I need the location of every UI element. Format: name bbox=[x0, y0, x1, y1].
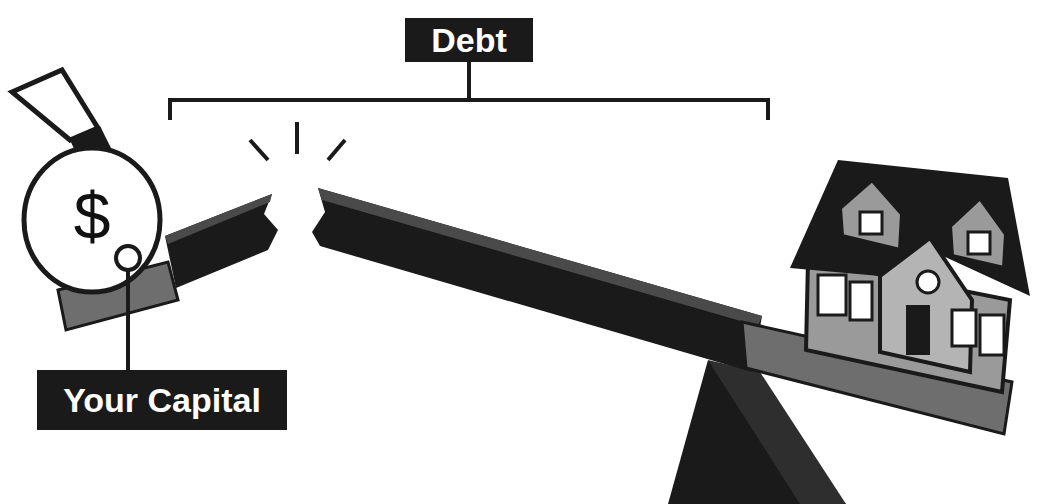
beam-left bbox=[165, 194, 278, 288]
crack-marks bbox=[250, 122, 345, 160]
dollar-sign: $ bbox=[42, 176, 142, 256]
label-box: Your Capital bbox=[37, 370, 287, 430]
label-box: Debt bbox=[405, 18, 533, 62]
money-bag bbox=[12, 70, 160, 372]
house bbox=[790, 160, 1030, 392]
beam-right-top bbox=[318, 188, 762, 326]
beam-left-top bbox=[165, 194, 272, 244]
box-text: Your Capital bbox=[63, 381, 261, 420]
debt-bracket bbox=[170, 62, 768, 120]
beam-right bbox=[312, 188, 762, 372]
box-text: Debt bbox=[431, 21, 507, 60]
